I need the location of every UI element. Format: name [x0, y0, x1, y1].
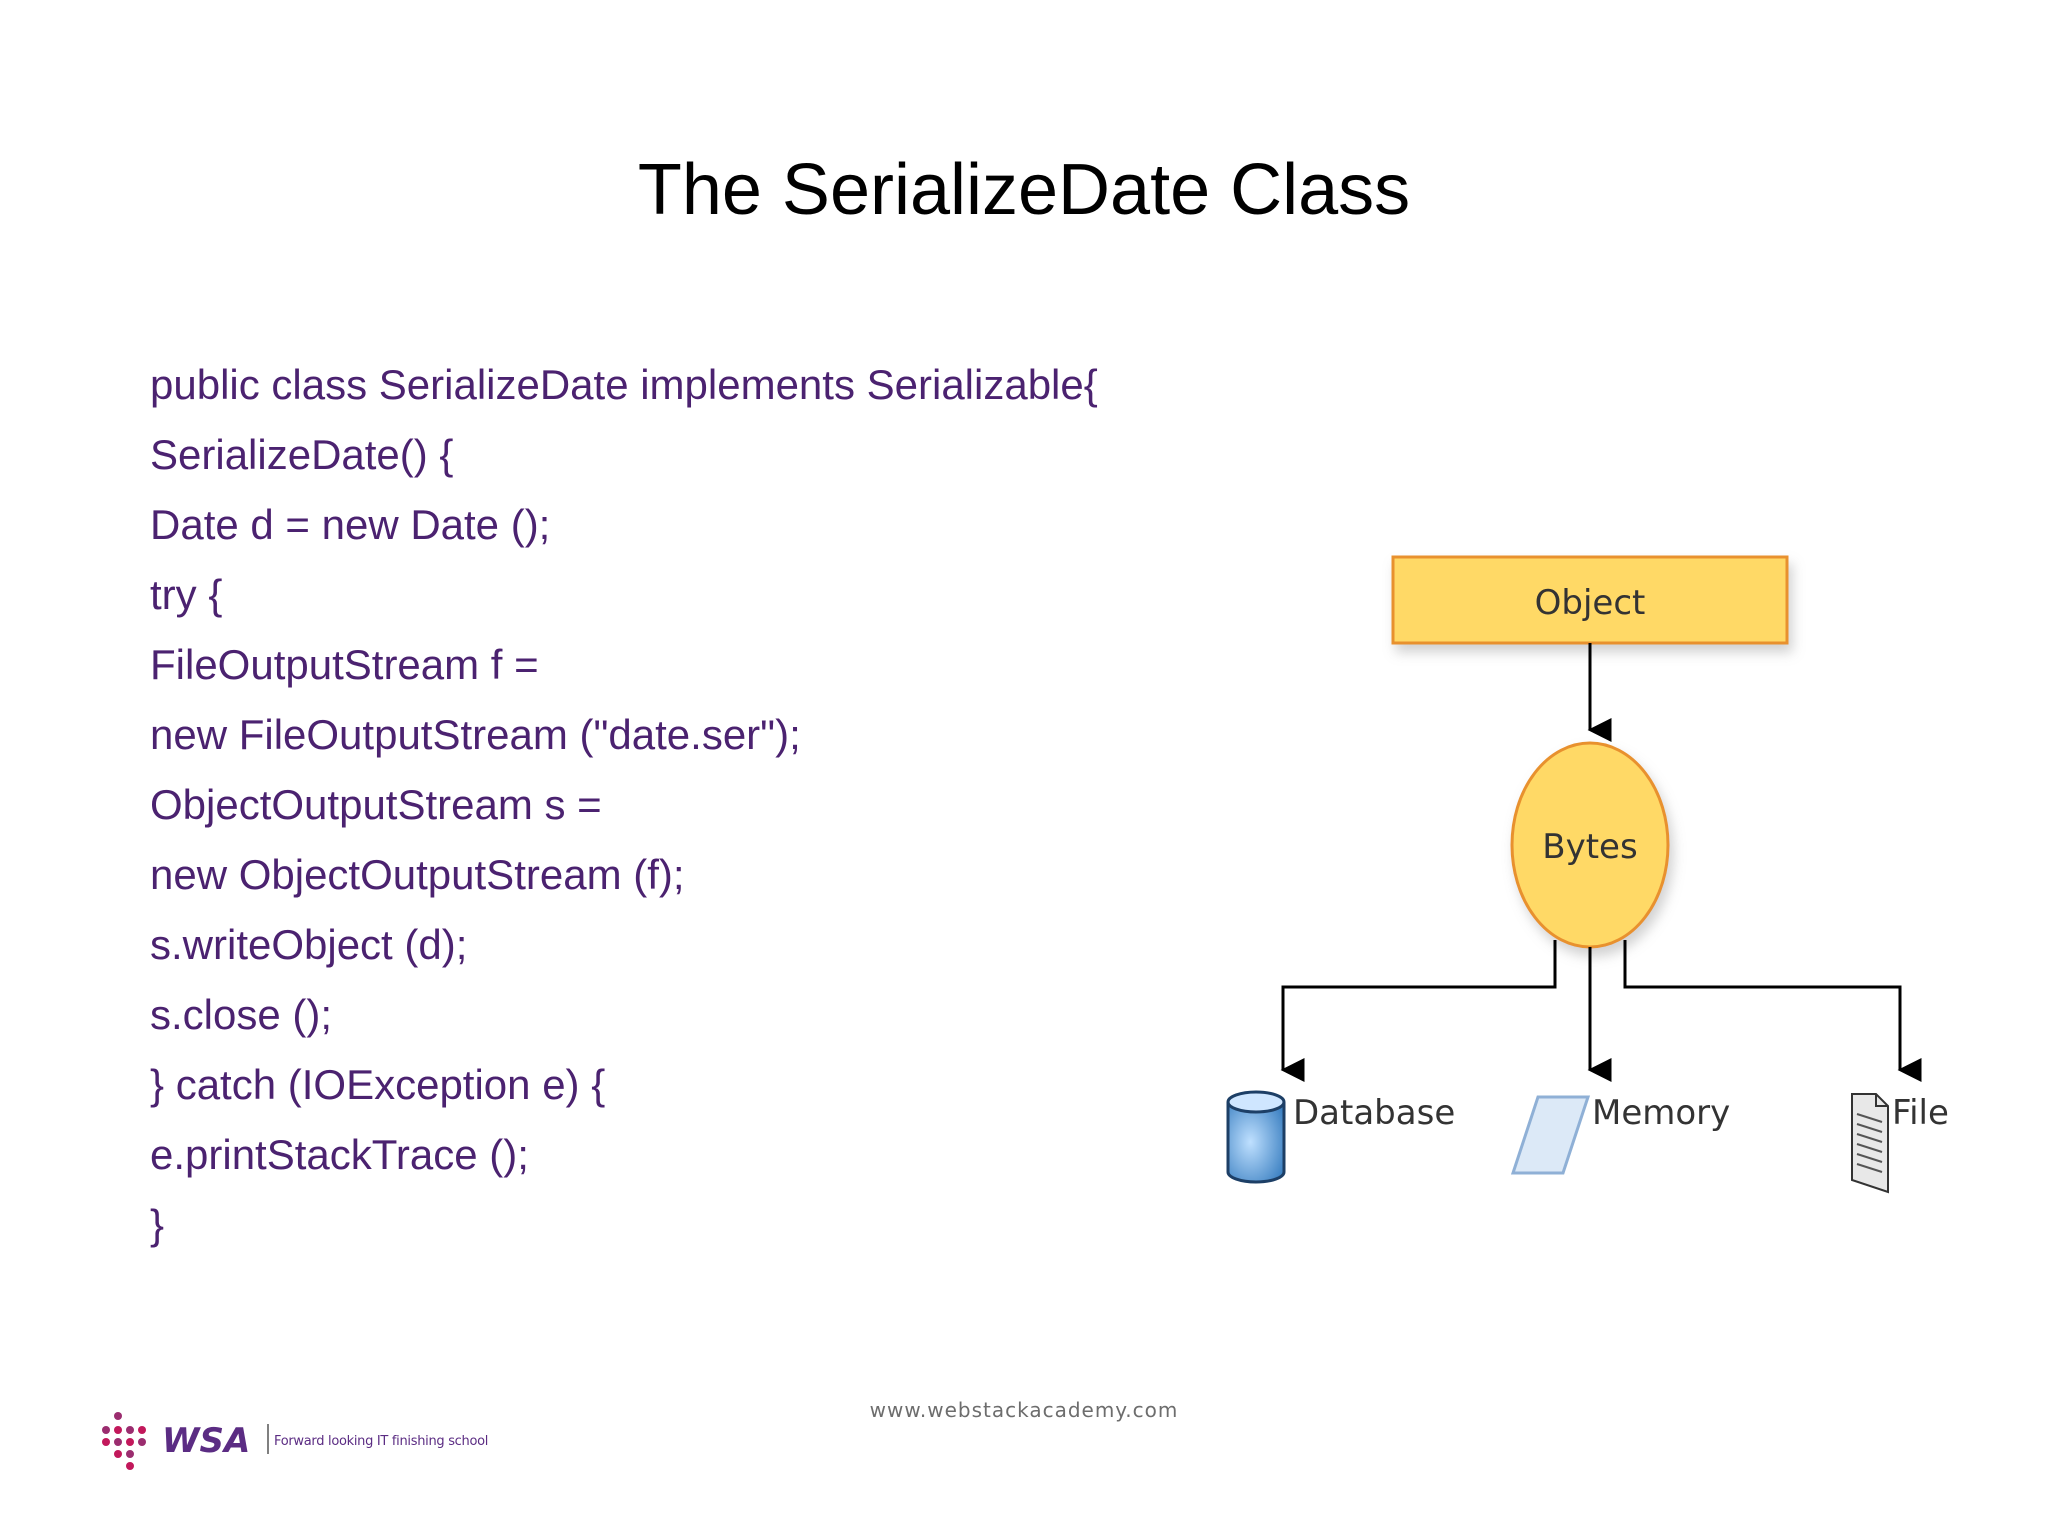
wsa-logo: WSA Forward looking IT finishing school — [102, 1412, 488, 1470]
bytes-label: Bytes — [1542, 827, 1637, 867]
database-label: Database — [1293, 1093, 1455, 1133]
logo-brand: WSA — [162, 1421, 250, 1461]
code-line: s.writeObject (d); — [150, 921, 468, 968]
bytes-node: Bytes — [1510, 741, 1670, 949]
serialization-diagram: Object Bytes Database Memory File — [1226, 555, 1949, 1194]
code-line: SerializeDate() { — [150, 431, 454, 478]
memory-icon — [1510, 1095, 1591, 1175]
code-line: s.close (); — [150, 991, 333, 1038]
connector-to-file — [1623, 940, 1922, 1082]
code-line: ObjectOutputStream s = — [150, 781, 602, 828]
code-line: FileOutputStream f = — [150, 641, 539, 688]
object-node: Object — [1391, 555, 1789, 645]
code-line: } — [150, 1201, 165, 1248]
memory-label: Memory — [1592, 1093, 1730, 1133]
code-line: new FileOutputStream ("date.ser"); — [150, 711, 801, 758]
file-label: File — [1892, 1093, 1949, 1133]
logo-tagline: Forward looking IT finishing school — [274, 1434, 488, 1449]
code-block: public class SerializeDate implements Se… — [150, 350, 1250, 1260]
code-line: Date d = new Date (); — [150, 501, 551, 548]
code-line: try { — [150, 571, 223, 618]
slide-title: The SerializeDate Class — [637, 150, 1411, 230]
code-line: public class SerializeDate implements Se… — [150, 361, 1098, 408]
code-line: e.printStackTrace (); — [150, 1131, 529, 1178]
database-icon — [1226, 1090, 1286, 1184]
footer-url: www.webstackacademy.com — [869, 1398, 1179, 1422]
code-line: new ObjectOutputStream (f); — [150, 851, 685, 898]
file-icon — [1851, 1093, 1889, 1194]
connector-to-database — [1280, 940, 1557, 1082]
code-line: } catch (IOException e) { — [150, 1061, 606, 1108]
object-label: Object — [1535, 583, 1646, 623]
logo-dots-icon — [102, 1412, 146, 1470]
